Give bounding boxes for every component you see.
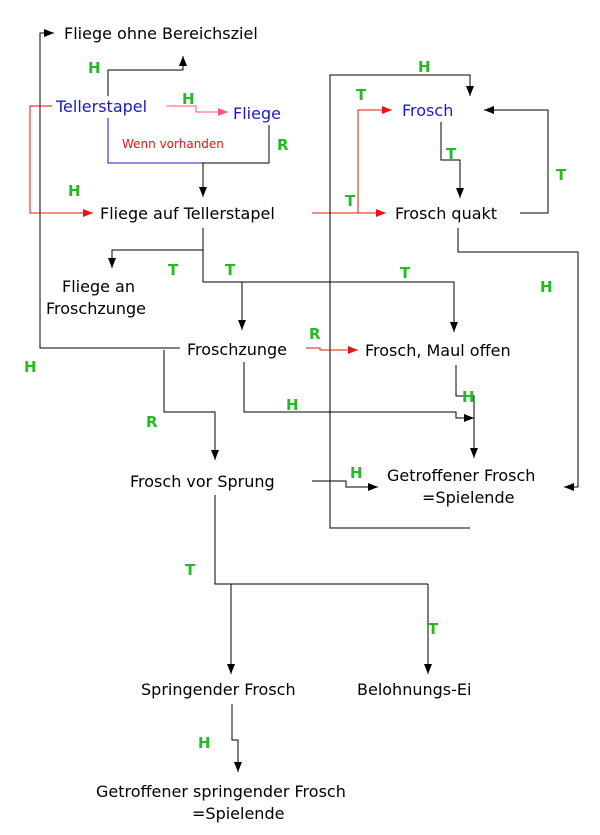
edge-label-h: H bbox=[24, 358, 37, 376]
node-fliege: Fliege bbox=[233, 104, 281, 123]
edge-fliege-to-fliege-auf bbox=[199, 125, 270, 197]
edge-froschzunge-to-sprung bbox=[163, 350, 219, 460]
edge-label-r: R bbox=[277, 136, 289, 154]
edge-label-h: H bbox=[286, 396, 299, 414]
edge-sprung-split bbox=[214, 495, 428, 585]
edge-label-h: H bbox=[350, 464, 363, 482]
node-frosch-maul-offen: Frosch, Maul offen bbox=[365, 341, 511, 360]
edge-tellerstapel-to-fliege-auf-red bbox=[29, 105, 93, 217]
node-frosch: Frosch bbox=[402, 101, 453, 120]
node-getroffener-frosch-line2: =Spielende bbox=[422, 488, 514, 507]
edge-label-h: H bbox=[540, 278, 553, 296]
edge-fliege-auf-to-froschzunge bbox=[202, 250, 246, 330]
edge-fliege-auf-to-frosch bbox=[357, 106, 392, 213]
node-frosch-vor-sprung: Frosch vor Sprung bbox=[130, 472, 275, 491]
edge-frosch-quakt-loop bbox=[484, 106, 549, 214]
node-fliege-auf: Fliege auf Tellerstapel bbox=[100, 204, 275, 223]
node-springender-frosch: Springender Frosch bbox=[141, 680, 296, 699]
note-wenn-vorhanden: Wenn vorhanden bbox=[122, 137, 224, 151]
node-fliege-ohne: Fliege ohne Bereichsziel bbox=[64, 24, 258, 43]
edge-label-t: T bbox=[356, 86, 367, 104]
edge-label-t: T bbox=[446, 145, 457, 163]
node-getroffener-springender-line2: =Spielende bbox=[192, 804, 284, 823]
edge-label-t: T bbox=[400, 264, 411, 282]
node-tellerstapel: Tellerstapel bbox=[55, 97, 147, 116]
edge-label-h: H bbox=[198, 734, 211, 752]
edge-label-h: H bbox=[418, 58, 431, 76]
edge-fliege-auf-to-maul-offen bbox=[242, 281, 458, 332]
edge-label-r: R bbox=[146, 413, 158, 431]
edge-label-t: T bbox=[168, 261, 179, 279]
edge-froschzunge-to-maul-offen bbox=[306, 346, 358, 354]
node-frosch-quakt: Frosch quakt bbox=[395, 204, 497, 223]
node-getroffener-frosch-line1: Getroffener Frosch bbox=[387, 466, 535, 485]
edge-label-h: H bbox=[462, 388, 475, 406]
node-belohnungs-ei: Belohnungs-Ei bbox=[357, 680, 471, 699]
edge-label-t: T bbox=[225, 261, 236, 279]
edge-label-t: T bbox=[345, 192, 356, 210]
edge-sprung-to-getroffen bbox=[312, 480, 378, 491]
node-froschzunge: Froschzunge bbox=[187, 340, 287, 359]
node-getroffener-springender-line1: Getroffener springender Frosch bbox=[96, 782, 346, 801]
edge-frosch-to-frosch-quakt bbox=[440, 122, 464, 198]
edge-fliege-auf-to-fliege-an bbox=[108, 228, 204, 268]
edge-label-h: H bbox=[182, 90, 195, 108]
edge-maul-offen-to-getroffen bbox=[455, 365, 478, 458]
node-fliege-an-line2: Froschzunge bbox=[46, 299, 146, 318]
edge-label-t: T bbox=[428, 620, 439, 638]
edge-getroffen-to-frosch bbox=[329, 74, 474, 529]
edge-label-h: H bbox=[68, 182, 81, 200]
edge-tellerstapel-to-fliege bbox=[166, 105, 228, 116]
edge-label-t: T bbox=[556, 166, 567, 184]
edge-froschzunge-to-getroffen bbox=[243, 362, 474, 422]
edge-tellerstapel-to-fliege-ohne bbox=[107, 56, 187, 96]
edge-froschzunge-to-fliege-ohne bbox=[39, 29, 180, 349]
edge-frosch-quakt-to-getroffen bbox=[457, 228, 579, 491]
edge-label-t: T bbox=[185, 561, 196, 579]
node-fliege-an-line1: Fliege an bbox=[62, 277, 135, 296]
edge-label-r: R bbox=[309, 325, 321, 343]
edge-springend-to-getroffen-spr bbox=[231, 704, 242, 772]
edge-label-h: H bbox=[88, 59, 101, 77]
